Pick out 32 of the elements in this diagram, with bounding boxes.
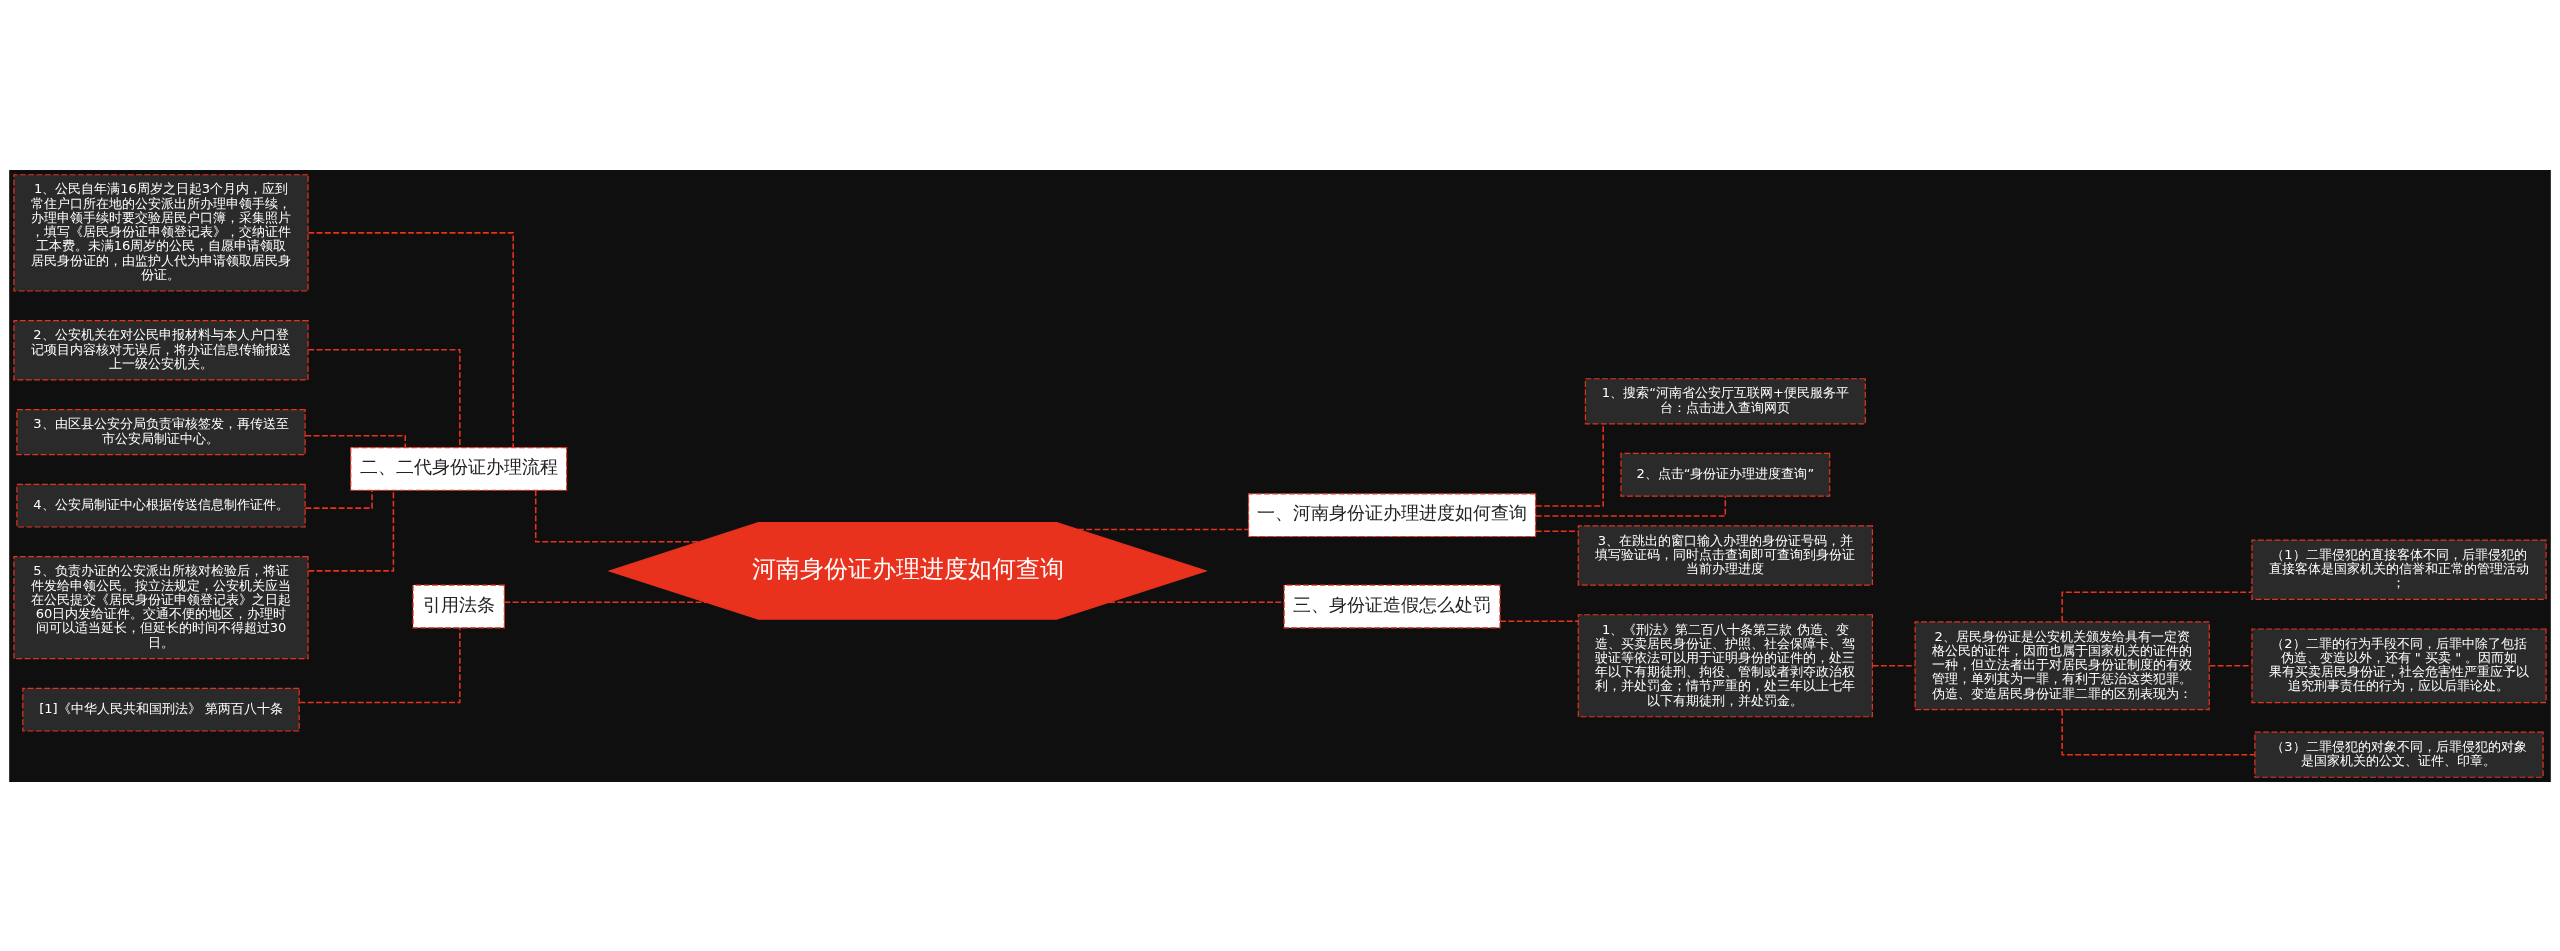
connector [298,627,461,703]
connector [1077,528,1249,530]
connector [2061,708,2256,755]
node-box: 2、点击“身份证办理进度查询” [1620,452,1831,497]
node-box: 5、负责办证的公安派出所核对检验后，将证件发给申领公民。按立法规定，公安机关应当在公民提交《居民身份证申领登记表》之日起60日内发给证件。交通不便的地区，办理时间可以适当延长，但延长的时间不得超过30日。 [13,555,309,659]
node-box: （1）二罪侵犯的直接客体不同，后罪侵犯的直接客体是国家机关的信誉和正常的管理活动； [2251,538,2547,600]
node-box: 引用法条 [412,584,505,628]
connector [307,489,395,572]
node-box: （3）二罪侵犯的对象不同，后罪侵犯的对象是国家机关的公文、证件、印章。 [2254,731,2544,778]
node-box: 4、公安局制证中心根据传送信息制作证件。 [16,483,306,528]
connector [1535,529,1579,532]
connector [307,231,514,448]
connector [1871,664,1916,667]
node-box: 1、公民自年满16周岁之日起3个月内，应到常住户口所在地的公安派出所办理申领手续，办理申领手续时要交验居民户口簿，采集照片，填写《居民身份证申领登记表》，交纳证件工本费。未满16周岁的公民，自愿申请领取居民身份证的，由监护人代为申请领取居民身份证。 [13,173,309,292]
node-box: 2、居民身份证是公安机关颁发给具有一定资格公民的证件，因而也属于国家机关的证件的一种，但立法者出于对居民身份证制度的有效管理，单列其为一罪，有利于惩治这类犯罪。伪造、变造居民身份证罪二罪的区别表现为： [1914,620,2210,710]
node-box: 2、公安机关在对公民申报材料与本人户口登记项目内容核对无误后，将办证信息传输报送上一级公安机关。 [13,319,309,381]
node-box: 3、由区县公安分局负责审核签发，再传送至市公安局制证中心。 [16,408,306,455]
node-box: 一、河南身份证办理进度如何查询 [1247,492,1537,537]
connector [2208,664,2253,667]
connector [307,348,461,448]
node-box: 三、身份证造假怎么处罚 [1283,584,1501,628]
node-box: 1、《刑法》第二百八十条第三款 伪造、变造、买卖居民身份证、护照、社会保障卡、驾驶证等依法可以用于证明身份的证件的，处三年以下有期徒刑、拘役、管制或者剥夺政治权利，并处罚金；情节严重的，处三年以上七年以下有期徒刑，并处罚金。 [1577,613,1873,717]
connector [534,489,700,543]
node-box: （2）二罪的行为手段不同，后罪中除了包括伪造、变造以外，还有 " 买卖 " 。因而如果有买卖居民身份证，社会危害性严重应予以追究刑事责任的行为，应以后罪论处。 [2251,627,2547,703]
connector [304,434,407,448]
connector [304,489,373,509]
node-box: 3、在跳出的窗口输入办理的身份证号码，并填写验证码，同时点击查询即可查询到身份证当前办理进度 [1577,524,1873,586]
connector [1499,620,1579,622]
connector [503,600,707,603]
node-box: 1、搜索“河南省公安厅互联网+便民服务平台：点击进入查询网页 [1584,377,1866,424]
node-box: [1]《中华人民共和国刑法》 第两百八十条 [22,687,300,732]
node-box: 二、二代身份证办理流程 [350,446,568,491]
